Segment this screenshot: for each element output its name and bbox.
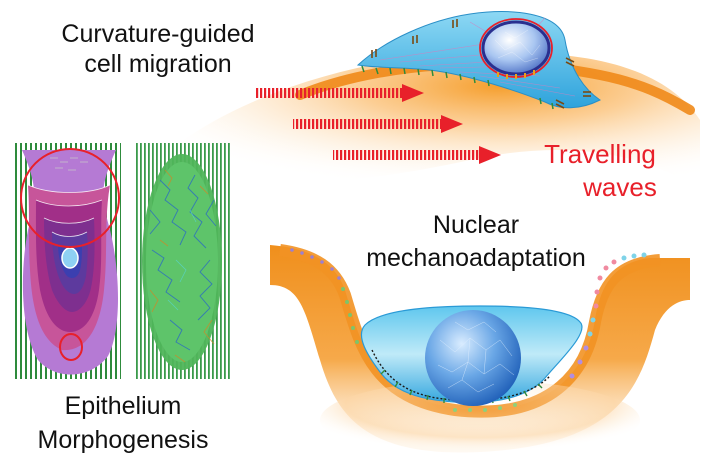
label-curvature-guided-migration: Curvature-guided cell migration [61, 20, 254, 78]
label-nuclear-mechanoadaptation: Nuclear mechanoadaptation [366, 211, 586, 272]
label-epithelium-morphogenesis: Epithelium Morphogenesis [38, 392, 209, 454]
focal-adhesion-icon [361, 65, 554, 110]
svg-text:Morphogenesis: Morphogenesis [38, 426, 209, 454]
junction-icon [371, 19, 591, 109]
travelling-wave-arrows [256, 84, 501, 164]
epithelium-simulation-panel [135, 143, 231, 379]
svg-text:waves: waves [582, 172, 657, 202]
adapted-cell-nucleus [425, 310, 521, 406]
adapted-cell [360, 305, 583, 406]
highlight-circle-small [59, 333, 83, 361]
svg-text:mechanoadaptation: mechanoadaptation [366, 244, 586, 272]
svg-text:Travelling: Travelling [544, 139, 656, 169]
highlight-circle-large [20, 148, 120, 248]
epithelium-contour-panel [15, 143, 121, 379]
arrow-right-icon [293, 115, 463, 133]
membrane-dots [290, 248, 647, 412]
svg-text:Epithelium: Epithelium [65, 392, 182, 420]
arrow-right-icon [256, 84, 424, 102]
arrow-right-icon [333, 146, 501, 164]
svg-text:Curvature-guided: Curvature-guided [61, 20, 254, 48]
svg-text:cell migration: cell migration [84, 50, 231, 78]
label-travelling-waves: Travelling waves [544, 139, 657, 202]
migrating-cell [356, 11, 601, 110]
migrating-cell-nucleus [481, 20, 551, 76]
svg-text:Nuclear: Nuclear [433, 211, 519, 239]
